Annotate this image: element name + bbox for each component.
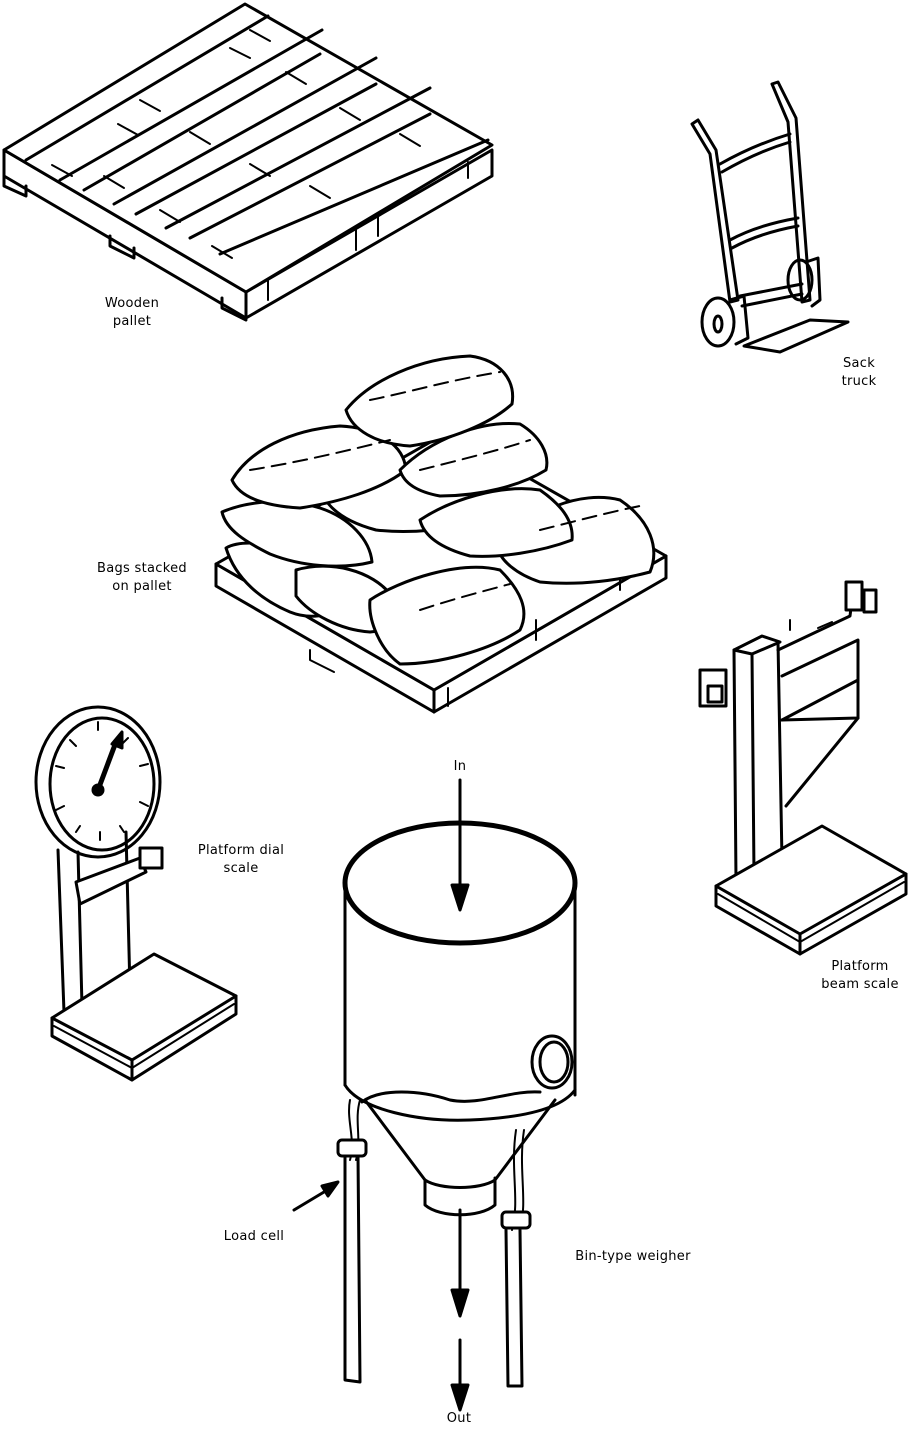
label-bags-on-pallet: Bags stacked on pallet <box>97 561 187 594</box>
label-platform-dial-scale: Platform dial scale <box>197 843 285 876</box>
label-out: Out <box>446 1411 472 1426</box>
bin-type-weigher-illustration <box>292 778 578 1412</box>
label-platform-beam-scale: Platform beam scale <box>821 959 899 992</box>
platform-beam-scale-illustration <box>698 580 908 956</box>
bags-on-pallet-illustration <box>214 354 668 714</box>
platform-dial-scale-illustration <box>34 705 238 1082</box>
label-sack-truck: Sack truck <box>841 356 877 389</box>
label-in: In <box>453 759 467 774</box>
label-load-cell: Load cell <box>223 1229 285 1244</box>
label-bin-type-weigher: Bin-type weigher <box>575 1249 691 1264</box>
label-wooden-pallet: Wooden pallet <box>104 296 160 329</box>
sack-truck-illustration <box>690 80 850 354</box>
wooden-pallet-illustration <box>2 2 494 322</box>
